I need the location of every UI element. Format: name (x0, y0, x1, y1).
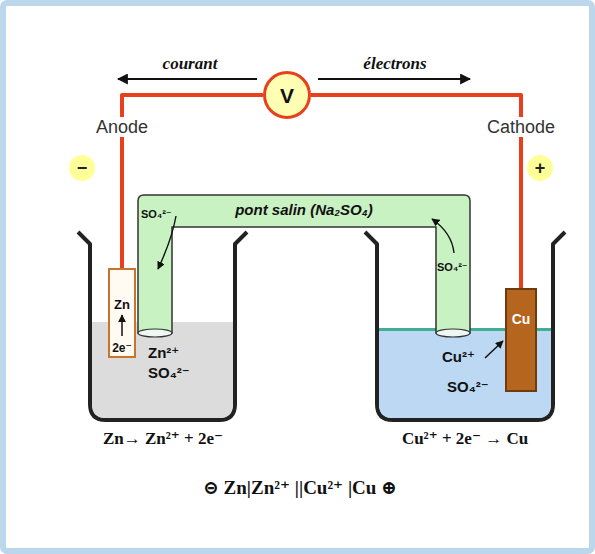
zinc-electrode: Zn 2e⁻ (108, 268, 136, 358)
current-arrow (118, 78, 257, 80)
electron-arrow (121, 315, 123, 336)
bridge-plug (138, 329, 172, 337)
current-label: courant (163, 54, 218, 73)
electrode-name: Cathode (484, 117, 558, 137)
half-equation-holder: Cu²⁺ + 2e⁻ → Cu (402, 428, 528, 449)
circle-outline (69, 155, 95, 181)
electron-arrow (318, 78, 470, 80)
electron-label: électrons (363, 54, 426, 73)
bridge-plug (436, 329, 470, 337)
text-slot: SO₄²⁻ (148, 364, 190, 382)
node-text: pont salin (Na₂SO₄) (235, 201, 373, 218)
node-text: Cu (512, 311, 531, 327)
text-slot: Zn²⁺ (148, 344, 179, 362)
text-slot: − (69, 155, 95, 181)
cell-notation-holder: ⊝ Zn|Zn²⁺ ||Cu²⁺ |Cu ⊕ (203, 476, 397, 499)
text-slot: + (527, 155, 553, 181)
text-slot: SO₄²⁻ (447, 378, 489, 396)
node-text: Cu²⁺ (442, 348, 475, 365)
half-equation-holder: Zn→ Zn²⁺ + 2e⁻ (103, 428, 223, 449)
node-text: + (535, 159, 546, 177)
voltmeter: V (263, 71, 311, 119)
node-text: Zn (114, 297, 130, 312)
electrode-name-holder: Cathode (484, 117, 558, 138)
node-text: − (77, 159, 88, 177)
node-text: SO₄²⁻ (148, 364, 190, 381)
electrode-name: Anode (93, 117, 151, 137)
polarity-sign: + (527, 155, 553, 181)
text-slot: SO₄²⁻ (437, 257, 468, 275)
cell-notation: ⊝ Zn|Zn²⁺ ||Cu²⁺ |Cu ⊕ (203, 477, 397, 498)
node-text: SO₄²⁻ (437, 261, 468, 273)
electron-label-holder: électrons (363, 54, 426, 74)
ion-arrow (158, 216, 176, 269)
circle-outline (527, 155, 553, 181)
circle-outline (265, 73, 310, 118)
half-equation: Cu²⁺ + 2e⁻ → Cu (402, 429, 528, 448)
node-text: 2e⁻ (112, 341, 132, 355)
frame (3, 3, 592, 551)
text-slot: SO₄²⁻ (141, 204, 172, 222)
electrode-plate (506, 289, 536, 391)
node-text: SO₄²⁻ (447, 378, 489, 395)
electrode-name-holder: Anode (93, 117, 151, 138)
text-slot: Cu²⁺ (442, 348, 475, 366)
electrode-plate (109, 269, 135, 357)
copper-electrode-shape (505, 288, 537, 392)
node-text: SO₄²⁻ (141, 208, 172, 220)
copper-electrode: Cu (505, 288, 537, 392)
salt-bridge: SO₄²⁻ pont salin (Na₂SO₄) SO₄²⁻ (138, 195, 470, 340)
text-slot: Zn (108, 295, 136, 313)
text-slot: 2e⁻ (108, 338, 136, 356)
current-label-holder: courant (163, 54, 218, 74)
ion-arrow (485, 341, 503, 358)
text-slot: pont salin (Na₂SO₄) (138, 201, 470, 219)
node-text: Zn²⁺ (148, 344, 179, 361)
polarity-sign: − (69, 155, 95, 181)
text-slot: Cu (505, 310, 537, 328)
half-equation: Zn→ Zn²⁺ + 2e⁻ (103, 429, 223, 448)
ion-arrow (432, 219, 454, 253)
text-slot: V (263, 71, 311, 119)
node-text: V (280, 85, 294, 106)
bridge-tube (138, 195, 470, 333)
